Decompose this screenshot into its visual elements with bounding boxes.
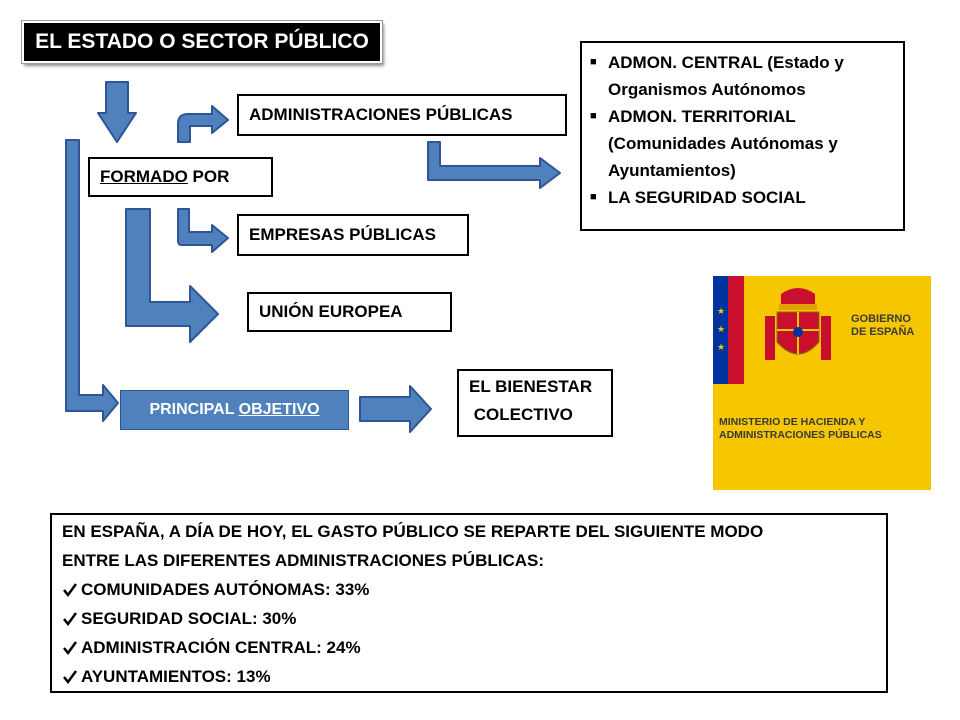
arrow-to-principal-objetivo xyxy=(65,139,119,422)
bienestar-line2: COLECTIVO xyxy=(469,405,573,424)
arrow-to-union-europea xyxy=(125,208,219,343)
por-label: POR xyxy=(187,167,230,186)
gasto-item-text: ADMINISTRACIÓN CENTRAL: 24% xyxy=(81,638,361,657)
bienestar-colectivo-box: EL BIENESTAR COLECTIVO xyxy=(457,369,613,437)
list-item-text: Organismos Autónomos xyxy=(608,80,806,99)
gasto-publico-box: EN ESPAÑA, A DÍA DE HOY, EL GASTO PÚBLIC… xyxy=(50,513,888,693)
gobierno-espana-text: GOBIERNO DE ESPAÑA xyxy=(851,313,915,338)
gasto-item: COMUNIDADES AUTÓNOMAS: 33% xyxy=(62,575,876,604)
ministerio-text: MINISTERIO DE HACIENDA Y ADMINISTRACIONE… xyxy=(719,416,882,441)
formado-label: FORMADO xyxy=(100,167,188,186)
bienestar-line1: EL BIENESTAR xyxy=(469,377,593,396)
principal-label: PRINCIPAL xyxy=(149,401,239,418)
list-item-text: ADMON. TERRITORIAL xyxy=(608,107,796,126)
checkmark-icon xyxy=(63,640,78,655)
arrow-to-administraciones xyxy=(177,105,229,143)
gasto-intro-line2: ENTRE LAS DIFERENTES ADMINISTRACIONES PÚ… xyxy=(62,551,545,570)
gasto-item: ADMINISTRACIÓN CENTRAL: 24% xyxy=(62,633,876,662)
square-bullet-icon: ■ xyxy=(590,56,597,68)
gasto-item: SEGURIDAD SOCIAL: 30% xyxy=(62,604,876,633)
arrow-to-bienestar xyxy=(359,385,432,433)
gasto-item-text: COMUNIDADES AUTÓNOMAS: 33% xyxy=(81,580,370,599)
list-item-text: ADMON. CENTRAL (Estado y xyxy=(608,53,844,72)
checkmark-icon xyxy=(63,669,78,684)
spain-flag-and-crest-icon: ★ ★ ★ xyxy=(713,276,931,490)
administraciones-list: ■ ADMON. CENTRAL (Estado y Organismos Au… xyxy=(580,41,905,231)
administraciones-publicas-box: ADMINISTRACIONES PÚBLICAS xyxy=(237,94,567,136)
arrow-to-admin-list xyxy=(427,141,561,189)
principal-objetivo-box: PRINCIPAL OBJETIVO xyxy=(120,390,349,430)
gasto-item-text: SEGURIDAD SOCIAL: 30% xyxy=(81,609,297,628)
union-europea-box: UNIÓN EUROPEA xyxy=(247,292,452,332)
list-item: ■ LA SEGURIDAD SOCIAL xyxy=(590,184,895,211)
empresas-publicas-box: EMPRESAS PÚBLICAS xyxy=(237,214,469,256)
gasto-item: AYUNTAMIENTOS: 13% xyxy=(62,662,876,691)
formado-por-box: FORMADO POR xyxy=(88,157,273,197)
arrow-title-to-formado xyxy=(97,81,137,143)
square-bullet-icon: ■ xyxy=(590,191,597,203)
page-title: EL ESTADO O SECTOR PÚBLICO xyxy=(21,20,383,64)
svg-text:★: ★ xyxy=(717,307,725,317)
checkmark-icon xyxy=(63,582,78,597)
gasto-item-text: AYUNTAMIENTOS: 13% xyxy=(81,667,271,686)
list-item: ■ ADMON. TERRITORIAL xyxy=(590,103,895,130)
list-item-text: (Comunidades Autónomas y xyxy=(608,134,838,153)
gasto-intro-line1: EN ESPAÑA, A DÍA DE HOY, EL GASTO PÚBLIC… xyxy=(62,522,764,541)
arrow-to-empresas xyxy=(177,208,229,253)
list-item-text: LA SEGURIDAD SOCIAL xyxy=(608,188,806,207)
svg-text:★: ★ xyxy=(717,325,725,335)
svg-text:★: ★ xyxy=(717,343,725,353)
objetivo-label: OBJETIVO xyxy=(238,401,320,418)
checkmark-icon xyxy=(63,611,78,626)
list-item-text: Ayuntamientos) xyxy=(608,161,736,180)
list-item: ■ ADMON. CENTRAL (Estado y xyxy=(590,49,895,76)
square-bullet-icon: ■ xyxy=(590,110,597,122)
ministerio-logo: ★ ★ ★ GOBIERNO DE ESPAÑA MINISTERIO DE H… xyxy=(713,276,931,490)
